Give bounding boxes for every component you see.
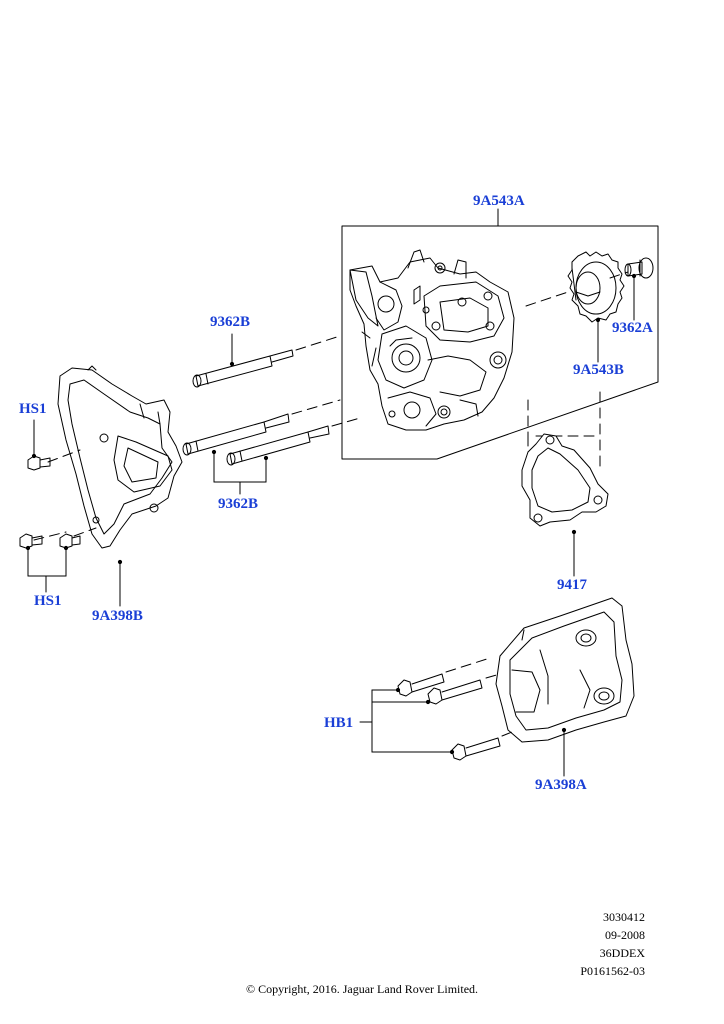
callout-hs1-pair[interactable]: HS1 — [34, 593, 62, 609]
callout-hb1[interactable]: HB1 — [324, 715, 354, 731]
callout-9a398a[interactable]: 9A398A — [535, 777, 587, 793]
callout-9417[interactable]: 9417 — [557, 577, 587, 593]
ref-model: 36DDEX — [599, 946, 645, 960]
stud-lower-1[interactable] — [182, 413, 290, 456]
gasket[interactable] — [521, 433, 609, 527]
pump-gear[interactable] — [567, 251, 625, 323]
callout-hs1-single[interactable]: HS1 — [19, 401, 47, 417]
fuel-pump[interactable] — [349, 249, 515, 431]
front-bracket[interactable] — [495, 597, 635, 743]
gear-bolt[interactable] — [624, 257, 654, 279]
ref-illustration-id: P0161562-03 — [580, 964, 645, 978]
copyright-notice: © Copyright, 2016. Jaguar Land Rover Lim… — [245, 982, 479, 996]
stud-lower-2[interactable] — [226, 425, 330, 466]
hb1-bolt-low[interactable] — [451, 737, 501, 761]
pump-assembly-frame — [341, 208, 659, 460]
callout-9a543a[interactable]: 9A543A — [473, 193, 525, 209]
callout-9362b-lower[interactable]: 9362B — [218, 496, 259, 512]
hs1-bolt-pair-b[interactable] — [59, 533, 81, 549]
callout-9a543b[interactable]: 9A543B — [573, 362, 624, 378]
ref-date: 09-2008 — [605, 928, 645, 942]
callout-9362a[interactable]: 9362A — [612, 320, 653, 336]
hs1-bolt-single[interactable] — [27, 455, 51, 471]
ref-code: 3030412 — [603, 910, 645, 924]
stud-upper[interactable] — [192, 349, 294, 388]
callout-9362b-upper[interactable]: 9362B — [210, 314, 251, 330]
callout-9a398b[interactable]: 9A398B — [92, 608, 143, 624]
rear-bracket[interactable] — [57, 365, 183, 549]
hs1-bolt-pair-a[interactable] — [19, 533, 43, 549]
hb1-bolt-mid[interactable] — [427, 679, 483, 705]
leader-lines — [25, 273, 637, 777]
hb1-bolt-top[interactable] — [397, 673, 445, 697]
